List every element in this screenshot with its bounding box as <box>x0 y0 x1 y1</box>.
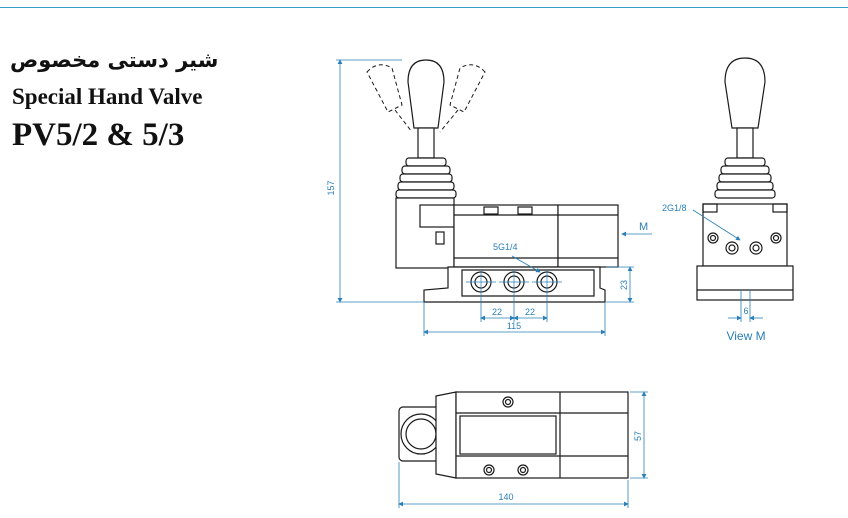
side-base <box>696 265 794 301</box>
view-arrow-label: M <box>639 221 648 233</box>
dim-base-label: 23 <box>619 280 629 290</box>
handle-swing-ghost <box>366 64 486 133</box>
top-rule <box>0 7 848 8</box>
front-view <box>366 59 619 303</box>
dim-top-length-label: 140 <box>498 492 513 502</box>
title-english: Special Hand Valve <box>12 84 203 109</box>
bellows <box>395 157 457 199</box>
side-handle-knob <box>724 57 766 129</box>
handle-knob <box>407 59 445 129</box>
front-dimensions <box>336 59 652 336</box>
port-label-front: 5G1/4 <box>493 242 518 252</box>
model-code: PV5/2 & 5/3 <box>12 117 185 153</box>
title-persian: شیر دستی مخصوص <box>10 48 219 72</box>
side-view <box>696 57 794 301</box>
dim-length-label: 115 <box>507 321 521 331</box>
view-caption: View M <box>726 329 765 343</box>
top-body <box>455 391 629 479</box>
dim-width-label: 6 <box>743 306 748 316</box>
dim-depth-label: 57 <box>633 431 643 441</box>
dim-pitch-left-label: 22 <box>492 307 502 317</box>
dim-height-label: 157 <box>326 180 336 195</box>
dim-pitch-right-label: 22 <box>525 307 535 317</box>
port-label-side: 2G1/8 <box>662 203 687 213</box>
side-bellows <box>714 157 776 199</box>
top-view <box>398 391 629 479</box>
